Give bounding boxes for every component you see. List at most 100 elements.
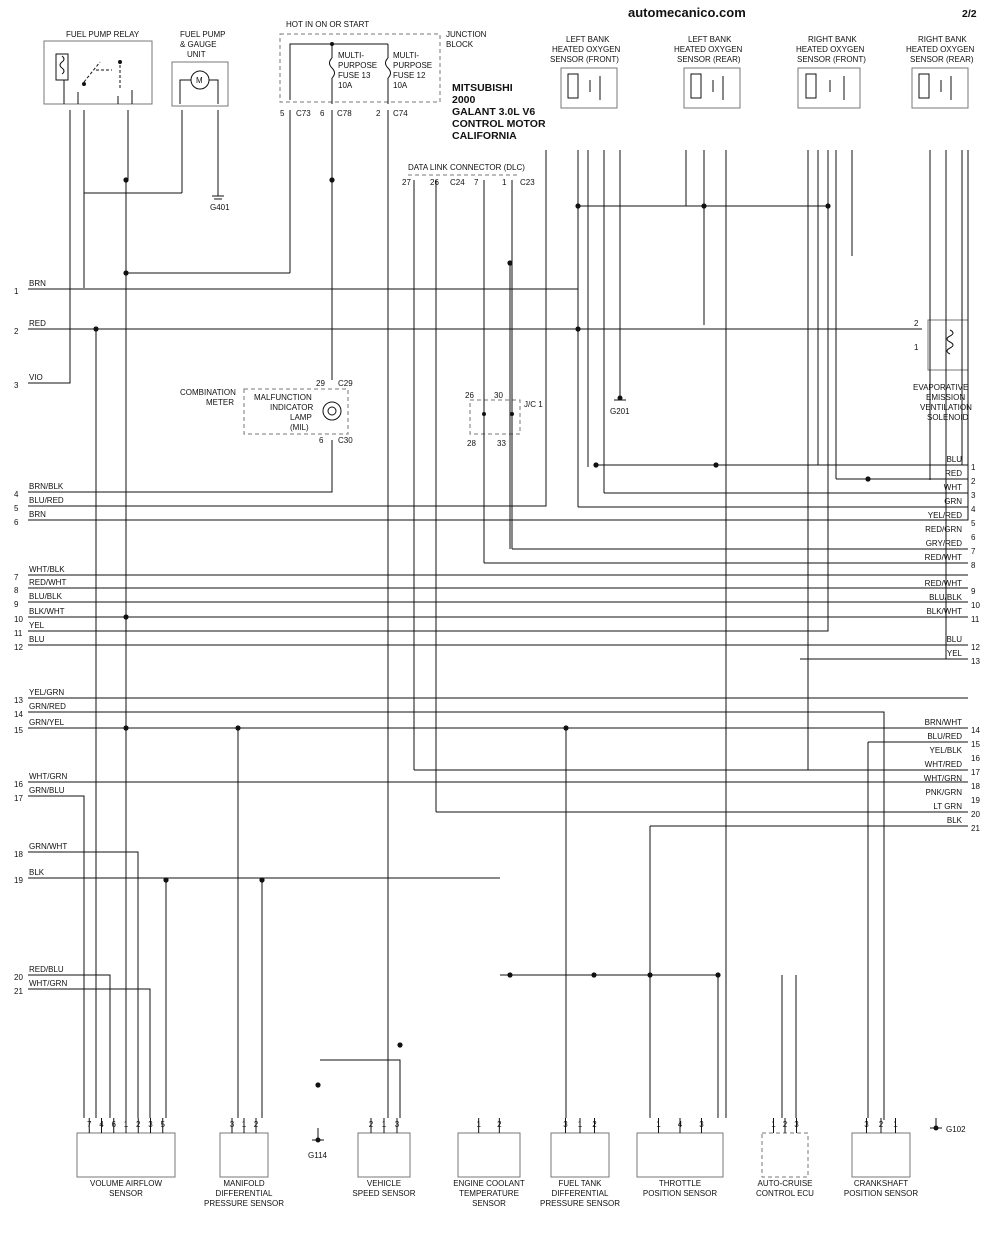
combination-meter: COMBINATION METER MALFUNCTION INDICATOR …: [180, 379, 353, 445]
connector-c73: C73: [296, 109, 311, 118]
left-pin-wire-label: BLU/BLK: [29, 592, 63, 601]
right-pin-wire-label: PNK/GRN: [926, 788, 963, 797]
fuse12-label-4: 10A: [393, 81, 408, 90]
mil-lamp-icon: [322, 401, 342, 421]
wire: [28, 851, 139, 1118]
svg-text:6: 6: [320, 109, 325, 118]
left-pin-number: 17: [14, 794, 23, 803]
generated-wiring: 1BRN2RED3VIO4BRN/BLK5BLU/RED6BRN7WHT/BLK…: [14, 110, 980, 1208]
wire: [28, 150, 969, 521]
g114-label: G114: [308, 1151, 328, 1160]
left-pin-wire-label: GRN/WHT: [29, 842, 67, 851]
left-pin-number: 18: [14, 850, 23, 859]
left-pin-wire-label: RED: [29, 319, 46, 328]
bottom-component-label: CONTROL ECU: [756, 1189, 814, 1198]
left-pin-number: 3: [14, 381, 19, 390]
component-box: [550, 1132, 610, 1178]
right-pin-number: 14: [971, 726, 980, 735]
bottom-component-label: POSITION SENSOR: [643, 1189, 717, 1198]
g401-label: G401: [210, 203, 230, 212]
right-pin-wire-label: GRY/RED: [926, 539, 963, 548]
bottom-component-label: SENSOR: [472, 1199, 506, 1208]
right-pin-number: 18: [971, 782, 980, 791]
mil-label-3: LAMP: [290, 413, 312, 422]
splice-dot: [591, 972, 597, 978]
component-box: [761, 1132, 809, 1178]
right-pin-wire-label: LT GRN: [933, 802, 962, 811]
left-pin-number: 7: [14, 573, 19, 582]
component-box: [357, 1132, 411, 1178]
bottom-component-label: FUEL TANK: [559, 1179, 603, 1188]
diagram-title-line-5: CALIFORNIA: [452, 130, 517, 142]
junction-block: HOT IN ON OR START JUNCTION BLOCK MULTI-…: [279, 20, 487, 118]
left-pin-number: 20: [14, 973, 23, 982]
wire: [28, 110, 71, 384]
bottom-component-label: POSITION SENSOR: [844, 1189, 918, 1198]
left-pin-number: 21: [14, 987, 23, 996]
fuel-pump-unit: FUEL PUMP & GAUGE UNIT M: [171, 30, 229, 107]
right-pin-number: 7: [971, 547, 976, 556]
svg-text:26: 26: [430, 178, 439, 187]
left-pin-wire-label: BRN: [29, 510, 46, 519]
svg-text:30: 30: [494, 391, 503, 400]
junction-block-label-1: JUNCTION: [446, 30, 487, 39]
svg-text:2: 2: [914, 319, 919, 328]
splice-dot: [713, 462, 719, 468]
splice-dot: [701, 203, 707, 209]
fuse12-label-2: PURPOSE: [393, 61, 432, 70]
junction-block-label-2: BLOCK: [446, 40, 474, 49]
wire: [28, 150, 547, 507]
rb-rear-o2-sensor: RIGHT BANK HEATED OXYGEN SENSOR (REAR): [906, 35, 975, 109]
wire: [28, 440, 333, 493]
splice-dot: [235, 725, 241, 731]
fuse13-label-1: MULTI-: [338, 51, 364, 60]
wire: [28, 795, 85, 1118]
splice-dot: [575, 203, 581, 209]
diagram-title-line-3: GALANT 3.0L V6: [452, 106, 535, 118]
left-pin-wire-label: WHT/GRN: [29, 979, 67, 988]
rb-front-label-1: RIGHT BANK: [808, 35, 857, 44]
fuse13-label-4: 10A: [338, 81, 353, 90]
left-pin-wire-label: GRN/BLU: [29, 786, 65, 795]
right-pin-number: 5: [971, 519, 976, 528]
svg-text:27: 27: [402, 178, 411, 187]
bottom-component-label: SPEED SENSOR: [352, 1189, 415, 1198]
right-pin-number: 9: [971, 587, 976, 596]
splice-dot: [123, 177, 129, 183]
left-pin-wire-label: BLK/WHT: [29, 607, 65, 616]
diagram-title-line-4: CONTROL MOTOR: [452, 118, 546, 130]
left-pin-wire-label: BRN/BLK: [29, 482, 64, 491]
connector-c29: C29: [338, 379, 353, 388]
right-pin-wire-label: RED: [945, 469, 962, 478]
wire: [320, 1059, 401, 1118]
evap-label-4: SOLENOID: [927, 413, 969, 422]
fuse12-label-1: MULTI-: [393, 51, 419, 60]
ground-g401: G401: [210, 180, 230, 212]
fuel-pump-relay: FUEL PUMP RELAY: [43, 30, 153, 105]
right-pin-wire-label: BLU/RED: [927, 732, 962, 741]
svg-text:6: 6: [319, 436, 324, 445]
right-pin-number: 4: [971, 505, 976, 514]
bottom-component-label: THROTTLE: [659, 1179, 701, 1188]
bottom-component-label: DIFFERENTIAL: [216, 1189, 273, 1198]
right-pin-number: 16: [971, 754, 980, 763]
left-pin-wire-label: WHT/BLK: [29, 565, 65, 574]
right-pin-number: 17: [971, 768, 980, 777]
right-pin-number: 13: [971, 657, 980, 666]
left-pin-wire-label: GRN/RED: [29, 702, 66, 711]
right-pin-number: 1: [971, 463, 976, 472]
site-name: automecanico.com: [628, 5, 746, 20]
svg-text:2: 2: [376, 109, 381, 118]
wire: [28, 988, 151, 1118]
left-pin-wire-label: RED/WHT: [29, 578, 66, 587]
right-pin-wire-label: GRN: [944, 497, 962, 506]
left-pin-wire-label: RED/BLU: [29, 965, 64, 974]
combination-meter-label-2: METER: [206, 398, 234, 407]
mil-label-1: MALFUNCTION: [254, 393, 312, 402]
connector-c74: C74: [393, 109, 408, 118]
connector-c78: C78: [337, 109, 352, 118]
right-pin-wire-label: WHT/RED: [925, 760, 963, 769]
component-box: [457, 1132, 521, 1178]
page-number: 2/2: [962, 8, 977, 20]
